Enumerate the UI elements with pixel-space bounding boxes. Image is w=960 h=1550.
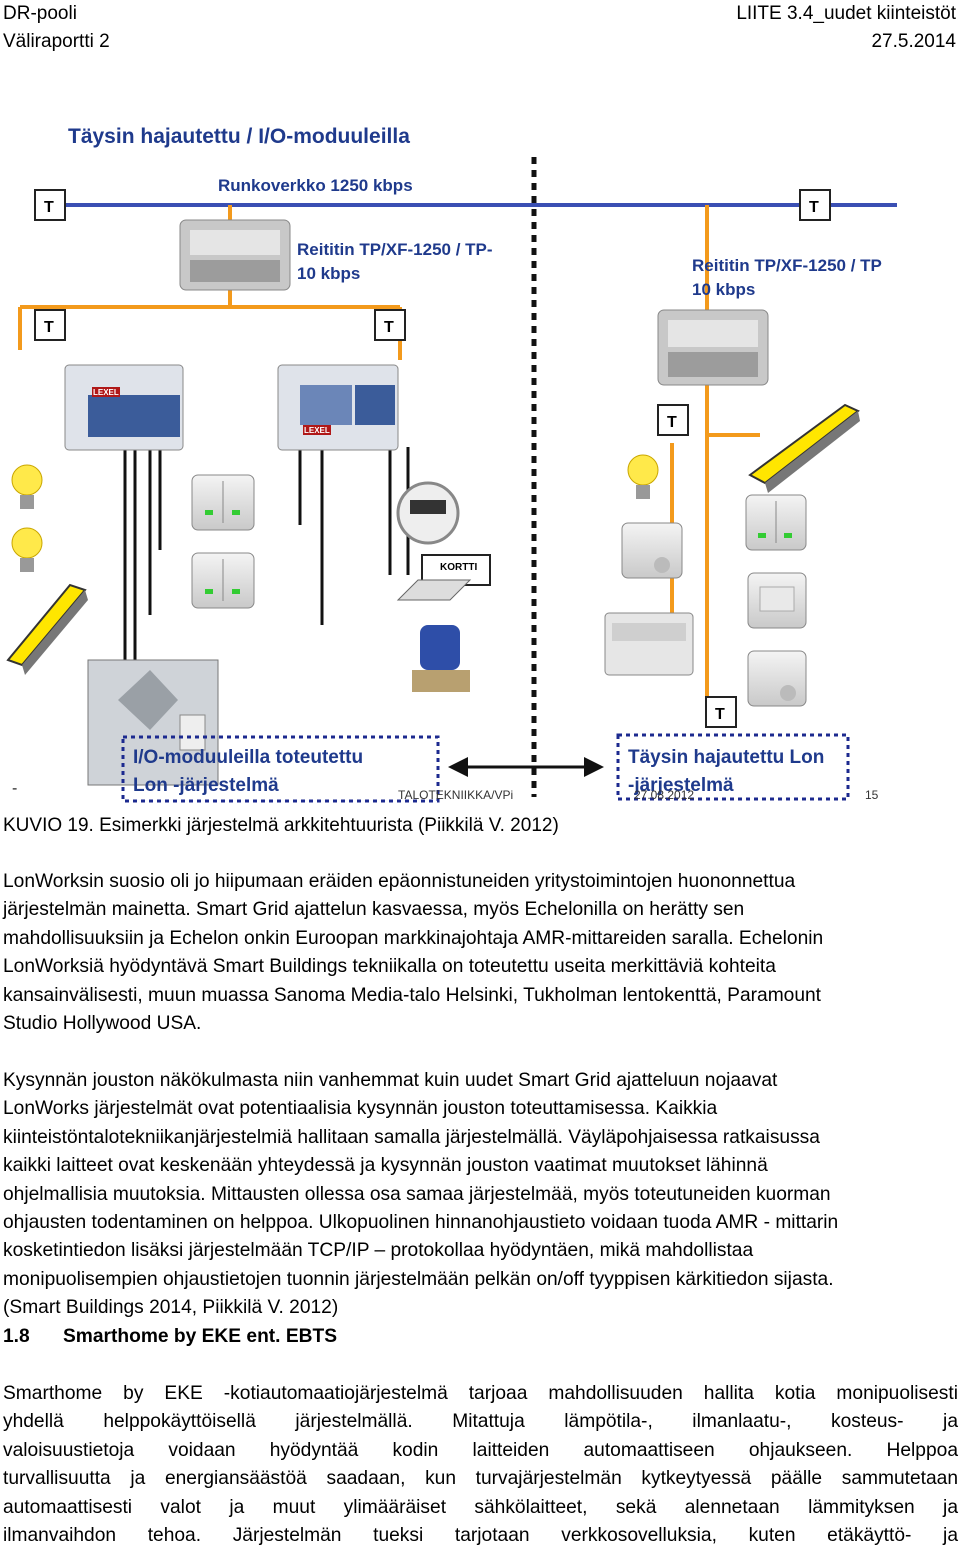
text-line: ohjelmallisia muutoksia. Mittausten olle…	[3, 1183, 831, 1205]
pressure-transmitter-icon	[412, 625, 470, 692]
card-reader-icon: KORTTI	[396, 554, 491, 601]
router-right	[657, 309, 769, 386]
terminator-6: T	[705, 696, 737, 728]
text-line: yhdellä helppokäyttöisellä järjestelmäll…	[3, 1411, 958, 1433]
wall-switch-2	[191, 552, 255, 609]
text-line: LonWorksiä hyödyntävä Smart Buildings te…	[3, 956, 776, 978]
motion-sensor-icon	[747, 572, 807, 629]
box-left	[121, 735, 440, 803]
text-line: järjestelmän mainetta. Smart Grid ajatte…	[3, 899, 745, 921]
header-report: Väliraportti 2	[3, 31, 110, 52]
text-line: LonWorksin suosio oli jo hiipumaan eräid…	[3, 871, 796, 892]
svg-text:KORTTI: KORTTI	[440, 562, 477, 573]
text-line: Studio Hollywood USA.	[3, 1013, 202, 1035]
terminator-2: T	[799, 189, 831, 221]
box-right	[616, 733, 850, 801]
text-line: turvallisuutta ja energiansäästöä saadaa…	[3, 1468, 958, 1490]
text-line: ohjausten todentaminen on helppoa. Ulkop…	[3, 1212, 839, 1234]
paragraph-1: LonWorksin suosio oli jo hiipumaan eräid…	[3, 868, 958, 1038]
text-line: (Smart Buildings 2014, Piikkilä V. 2012)	[3, 1297, 339, 1319]
header-project: DR-pooli	[3, 3, 77, 24]
wall-switch-1	[191, 474, 255, 531]
text-line: kosketintiedon lisäksi järjestelmään TCP…	[3, 1240, 754, 1262]
header-appendix: LIITE 3.4_uudet kiinteistöt	[736, 3, 956, 24]
terminator-1: T	[34, 189, 66, 221]
svg-text:T: T	[384, 319, 394, 336]
paragraph-3: Smarthome by EKE -kotiautomaatiojärjeste…	[3, 1380, 958, 1550]
light-bulb-icon	[11, 527, 43, 572]
figure-footer-page: 15	[865, 788, 879, 802]
text-line: LonWorks järjestelmät ovat potentiaalisi…	[3, 1098, 718, 1120]
figure-footer-date: 27.08.2012	[634, 788, 694, 802]
backbone-label: Runkoverkko 1250 kbps	[218, 176, 413, 195]
router-right-label-1: Reititin TP/XF-1250 / TP	[692, 256, 882, 275]
text-line: kansainvälisesti, muun muassa Sanoma Med…	[3, 984, 822, 1006]
io-module-left: LEXEL	[64, 364, 184, 451]
box-right-line-2: -järjestelmä	[628, 775, 734, 796]
wall-switch-3	[745, 494, 807, 551]
box-left-line-2: Lon -järjestelmä	[133, 775, 279, 796]
io-wires	[123, 447, 410, 695]
text-line: automaattisesti valot ja muut ylimääräis…	[3, 1496, 958, 1518]
svg-text:T: T	[809, 199, 819, 216]
router-left	[179, 219, 291, 291]
svg-text:LEXEL: LEXEL	[304, 426, 330, 435]
text-line: kiinteistöntalotekniikanjärjestelmiä hal…	[3, 1126, 820, 1148]
io-module-right: LEXEL	[277, 364, 399, 451]
text-line: mahdollisuuksiin ja Echelon onkin Euroop…	[3, 927, 824, 949]
terminator-5: T	[657, 404, 689, 436]
thermostat-icon	[621, 522, 683, 579]
ceiling-light-left	[6, 583, 88, 675]
ceiling-light-right	[748, 403, 860, 493]
light-bulb-icon	[11, 464, 43, 509]
svg-text:T: T	[715, 706, 725, 723]
terminator-4: T	[374, 309, 406, 341]
figure-footer-dash: -	[12, 780, 17, 797]
figure-title: Täysin hajautettu / I/O-moduuleilla	[68, 125, 410, 148]
svg-text:LEXEL: LEXEL	[93, 388, 119, 397]
terminator-3: T	[34, 309, 66, 341]
air-handling-unit-icon	[87, 659, 219, 786]
double-arrow	[448, 757, 604, 777]
figure-caption: KUVIO 19. Esimerkki järjestelmä arkkiteh…	[3, 815, 559, 836]
energy-meter-icon	[396, 481, 460, 545]
section-number: 1.8	[3, 1326, 30, 1347]
light-bulb-icon	[627, 454, 659, 499]
text-line: Smarthome by EKE -kotiautomaatiojärjeste…	[3, 1383, 958, 1404]
svg-text:T: T	[44, 199, 54, 216]
text-line: kaikki laitteet ovat keskenään yhteydess…	[3, 1155, 768, 1177]
svg-text:T: T	[44, 319, 54, 336]
text-line: ilmanvaihdon tehoa. Järjestelmän tueksi …	[3, 1525, 958, 1547]
header-date: 27.5.2014	[871, 31, 956, 52]
box-left-line-1: I/O-moduuleilla toteutettu	[133, 747, 363, 768]
svg-text:T: T	[667, 414, 677, 431]
thermostat-icon	[747, 650, 807, 707]
router-right-label-2: 10 kbps	[692, 280, 755, 299]
section-title: Smarthome by EKE ent. EBTS	[63, 1326, 338, 1347]
figure-footer-org: TALOTEKNIIKKA/VPi	[398, 788, 513, 802]
controller-module	[604, 612, 694, 676]
architecture-figure: Täysin hajautettu / I/O-moduuleilla Runk…	[6, 125, 897, 803]
header-left: DR-pooli Väliraportti 2	[3, 0, 110, 56]
header-right: LIITE 3.4_uudet kiinteistöt 27.5.2014	[736, 0, 956, 56]
router-left-label-2: 10 kbps	[297, 264, 360, 283]
router-left-label-1: Reititin TP/XF-1250 / TP-	[297, 240, 493, 259]
box-right-line-1: Täysin hajautettu Lon	[628, 747, 824, 768]
text-line: Kysynnän jouston näkökulmasta niin vanhe…	[3, 1070, 778, 1091]
section-heading: 1.8 Smarthome by EKE ent. EBTS	[3, 1323, 337, 1351]
paragraph-2: Kysynnän jouston näkökulmasta niin vanhe…	[3, 1067, 958, 1323]
text-line: valoisuustietoja voidaan hyödyntää kodin…	[3, 1439, 958, 1461]
text-line: monipuolisempien ohjaustietojen tuonnin …	[3, 1268, 834, 1290]
